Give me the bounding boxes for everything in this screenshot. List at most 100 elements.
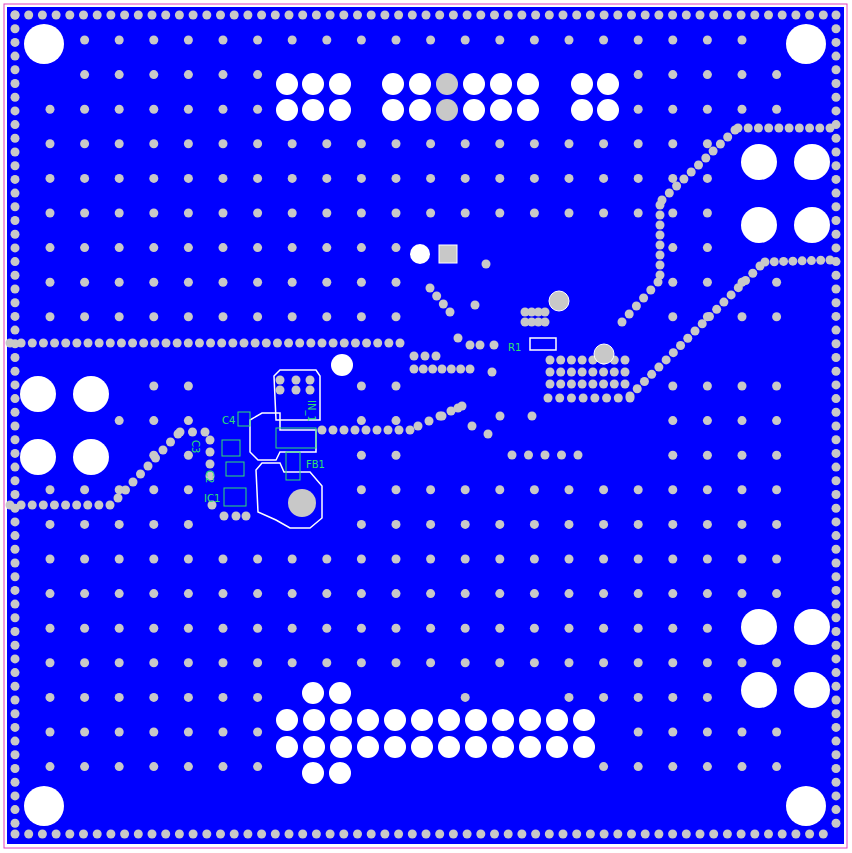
via <box>306 339 315 348</box>
via <box>121 486 130 495</box>
via <box>832 243 841 252</box>
via <box>741 672 777 708</box>
via <box>832 353 841 362</box>
via <box>243 11 252 20</box>
via <box>668 243 677 252</box>
via <box>52 11 61 20</box>
via <box>668 11 677 20</box>
via <box>668 70 677 79</box>
via <box>447 365 456 374</box>
via <box>656 241 665 250</box>
via <box>468 422 477 431</box>
via <box>461 36 470 45</box>
via <box>832 380 841 389</box>
via <box>339 830 348 839</box>
via <box>253 174 262 183</box>
via <box>490 830 499 839</box>
via <box>461 485 470 494</box>
via <box>640 377 649 386</box>
via <box>80 693 89 702</box>
via <box>557 451 566 460</box>
via <box>719 298 728 307</box>
via <box>602 394 611 403</box>
via <box>454 334 463 343</box>
via <box>284 339 293 348</box>
via <box>273 339 282 348</box>
via <box>46 243 55 252</box>
via <box>703 278 712 287</box>
via <box>737 830 746 839</box>
via <box>357 243 366 252</box>
via <box>656 261 665 270</box>
via <box>409 73 431 95</box>
via <box>772 416 781 425</box>
via <box>426 36 435 45</box>
via <box>668 589 677 598</box>
via <box>106 501 115 510</box>
via <box>432 292 441 301</box>
via <box>326 830 335 839</box>
via <box>546 736 568 758</box>
via <box>184 278 193 287</box>
via <box>741 609 777 645</box>
via <box>668 728 677 737</box>
via <box>11 52 20 61</box>
via <box>202 11 211 20</box>
via <box>17 339 26 348</box>
via <box>136 470 145 479</box>
via <box>599 380 608 389</box>
via <box>669 348 678 357</box>
via <box>219 139 228 148</box>
via <box>466 365 475 374</box>
via <box>46 278 55 287</box>
via <box>161 11 170 20</box>
via <box>184 36 193 45</box>
via <box>731 126 740 135</box>
via <box>770 257 779 266</box>
via <box>738 762 747 771</box>
part-label: C3 <box>190 440 200 453</box>
via <box>599 368 608 377</box>
via <box>599 36 608 45</box>
via <box>288 278 297 287</box>
via <box>832 600 841 609</box>
via <box>115 36 124 45</box>
via <box>723 830 732 839</box>
via <box>694 161 703 170</box>
via <box>24 24 64 64</box>
via <box>786 786 826 826</box>
via <box>11 545 20 554</box>
via <box>184 416 193 425</box>
via <box>556 356 565 365</box>
via <box>438 412 447 421</box>
via <box>184 728 193 737</box>
via <box>634 555 643 564</box>
via <box>357 139 366 148</box>
via <box>11 271 20 280</box>
via <box>61 501 70 510</box>
via <box>703 555 712 564</box>
via <box>461 624 470 633</box>
via <box>798 256 807 265</box>
via <box>832 11 841 20</box>
via <box>276 709 298 731</box>
via <box>295 339 304 348</box>
via <box>253 555 262 564</box>
via <box>330 709 352 731</box>
via <box>546 380 555 389</box>
via <box>517 11 526 20</box>
via <box>406 426 415 435</box>
via <box>357 624 366 633</box>
via <box>656 251 665 260</box>
via <box>276 73 298 95</box>
via <box>80 70 89 79</box>
via <box>384 736 406 758</box>
via <box>253 312 262 321</box>
via <box>373 426 382 435</box>
via <box>288 312 297 321</box>
via <box>662 355 671 364</box>
via <box>11 791 20 800</box>
via <box>175 830 184 839</box>
via <box>219 70 228 79</box>
via <box>778 830 787 839</box>
